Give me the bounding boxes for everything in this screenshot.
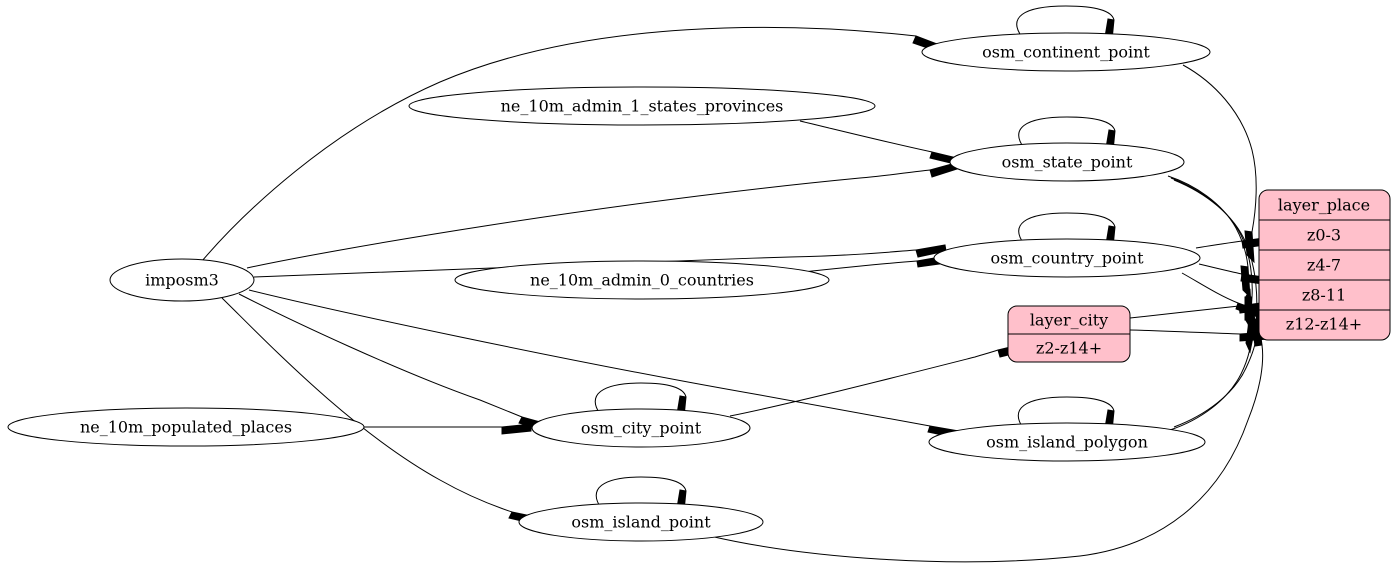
edge-ne-populated-to-osm-city-point <box>364 423 532 435</box>
record-row-layer-place-z8-11[interactable]: z8-11 <box>1302 286 1346 305</box>
record-node-layer-place[interactable]: layer_place z0-3 z4-7 z8-11 z12-z14+ <box>1258 189 1391 341</box>
record-row-layer-city-z2-z14[interactable]: z2-z14+ <box>1036 339 1102 358</box>
record-row-layer-place-z4-7[interactable]: z4-7 <box>1307 256 1341 275</box>
node-label-osm-island-point: osm_island_point <box>571 513 711 532</box>
edge-osm-state-point-to-layer-place-z4-7 <box>1167 175 1251 299</box>
record-row-layer-place-z0-3[interactable]: z0-3 <box>1307 226 1341 245</box>
node-label-osm-city-point: osm_city_point <box>581 419 702 438</box>
node-label-ne-populated: ne_10m_populated_places <box>80 418 292 437</box>
node-label-osm-continent-point: osm_continent_point <box>982 43 1150 62</box>
record-row-layer-place-z12-z14[interactable]: z12-z14+ <box>1286 315 1362 334</box>
node-ne-10m-admin-1-states-provinces[interactable]: ne_10m_admin_1_states_provinces <box>408 86 876 126</box>
edge-osm-continent-point-to-layer-place-z0-3 <box>1182 64 1257 264</box>
edge-imposm3-to-osm-state-point <box>246 161 961 269</box>
node-osm-continent-point[interactable]: osm_continent_point <box>921 32 1211 72</box>
node-osm-state-point[interactable]: osm_state_point <box>949 142 1185 182</box>
node-osm-island-point[interactable]: osm_island_point <box>518 502 764 542</box>
node-label-osm-island-polygon: osm_island_polygon <box>986 433 1148 452</box>
node-osm-country-point[interactable]: osm_country_point <box>933 238 1201 278</box>
node-osm-city-point[interactable]: osm_city_point <box>531 408 751 448</box>
edge-imposm3-to-osm-continent-point <box>201 26 946 262</box>
node-ne-10m-admin-0-countries[interactable]: ne_10m_admin_0_countries <box>454 260 830 300</box>
edge-osm-city-point-to-layer-city <box>729 342 1030 417</box>
record-title-layer-place: layer_place <box>1278 196 1370 215</box>
node-imposm3[interactable]: imposm3 <box>109 258 255 302</box>
node-ne-10m-populated-places[interactable]: ne_10m_populated_places <box>7 407 365 447</box>
node-label-osm-state-point: osm_state_point <box>1002 153 1133 172</box>
edge-ne-admin0-to-osm-country-point <box>802 255 948 273</box>
edge-osm-island-polygon-to-layer-place-z12-z14 <box>1173 310 1257 428</box>
record-node-layer-city[interactable]: layer_city z2-z14+ <box>1007 305 1131 363</box>
node-label-imposm3: imposm3 <box>145 271 219 290</box>
node-osm-island-polygon[interactable]: osm_island_polygon <box>928 422 1206 462</box>
edge-osm-island-polygon-to-layer-place-z8-11 <box>1169 288 1253 431</box>
node-label-osm-country-point: osm_country_point <box>990 249 1144 268</box>
node-label-ne-admin1: ne_10m_admin_1_states_provinces <box>501 97 784 116</box>
record-title-layer-city: layer_city <box>1030 311 1108 330</box>
nodes-layer: imposm3 ne_10m_admin_1_states_provinces … <box>7 32 1391 542</box>
edge-imposm3-to-osm-city-point <box>238 293 552 432</box>
edge-ne-admin1-to-osm-state-point <box>799 120 962 166</box>
node-label-ne-admin0: ne_10m_admin_0_countries <box>530 271 754 290</box>
